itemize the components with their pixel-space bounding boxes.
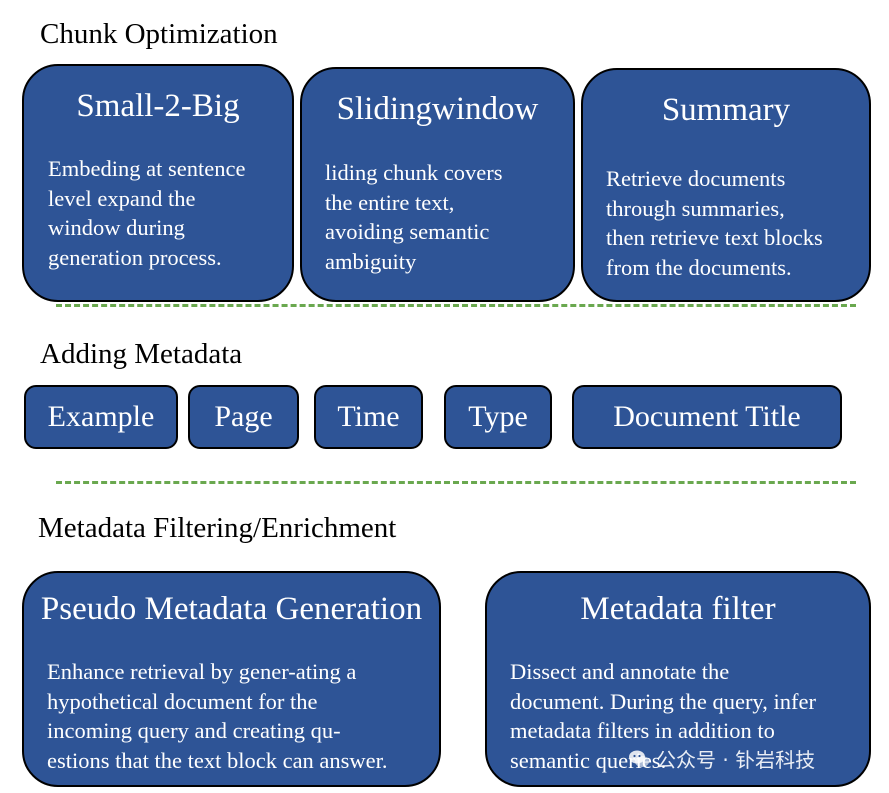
small-2-big-card: Small-2-Big Embeding at sentence level e…	[22, 64, 294, 302]
metadata-tag-page: Page	[188, 385, 299, 449]
watermark-text: 公众号 · 钋岩科技	[656, 748, 816, 772]
summary-title: Summary	[661, 92, 791, 128]
sliding-window-title: Slidingwindow	[336, 91, 539, 127]
metadata-tag-type: Type	[444, 385, 552, 449]
pseudo-metadata-generation-card: Pseudo Metadata Generation Enhance retri…	[22, 571, 441, 787]
section-divider-1	[56, 304, 856, 307]
metadata-filter-card: Metadata filter Dissect and annotate the…	[485, 571, 871, 787]
sliding-window-card: Slidingwindow liding chunk covers the en…	[300, 67, 575, 302]
watermark: 公众号 · 钋岩科技	[628, 744, 815, 773]
adding-metadata-title: Adding Metadata	[40, 338, 243, 370]
wechat-icon	[628, 748, 650, 770]
metadata-filter-description: Dissect and annotate the document. Durin…	[510, 659, 816, 773]
summary-card: Summary Retrieve documents through summa…	[581, 68, 871, 302]
metadata-tag-document-title: Document Title	[572, 385, 842, 449]
pseudo-metadata-generation-title: Pseudo Metadata Generation	[40, 591, 423, 627]
small-2-big-title: Small-2-Big	[76, 88, 240, 124]
sliding-window-description: liding chunk covers the entire text, avo…	[325, 160, 503, 274]
metadata-tag-time: Time	[314, 385, 423, 449]
pseudo-metadata-generation-description: Enhance retrieval by gener-ating a hypot…	[47, 659, 388, 773]
metadata-filtering-title: Metadata Filtering/Enrichment	[38, 512, 397, 544]
metadata-filter-title: Metadata filter	[580, 591, 776, 627]
metadata-tag-example: Example	[24, 385, 178, 449]
chunk-optimization-title: Chunk Optimization	[40, 18, 278, 50]
summary-description: Retrieve documents through summaries, th…	[606, 166, 823, 280]
section-divider-2	[56, 481, 856, 484]
small-2-big-description: Embeding at sentence level expand the wi…	[48, 156, 246, 270]
